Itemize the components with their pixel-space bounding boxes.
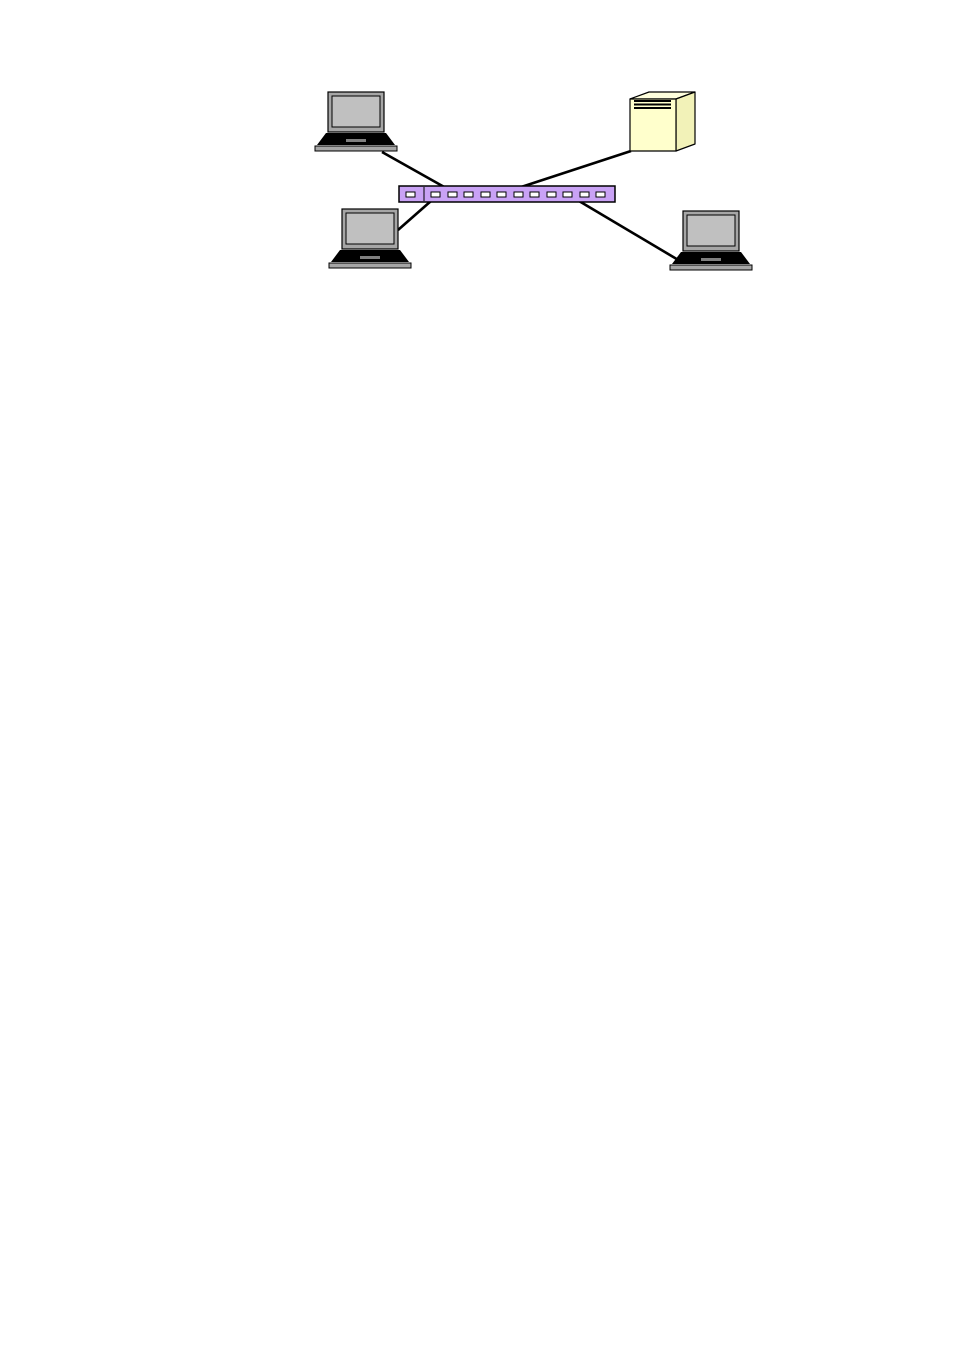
laptop-icon <box>329 209 411 268</box>
switch-port <box>563 192 572 197</box>
server-icon <box>630 92 695 151</box>
server-side-face <box>676 92 695 151</box>
laptop-icon <box>670 211 752 270</box>
cable-server-to-switch <box>512 151 631 190</box>
switch-port <box>596 192 605 197</box>
cable-laptop-bottom-right-to-switch <box>579 201 680 261</box>
laptop-screen <box>346 213 394 244</box>
switch-port <box>431 192 440 197</box>
laptop-screen <box>332 96 380 127</box>
switch-port <box>481 192 490 197</box>
switch-port <box>530 192 539 197</box>
connections <box>382 151 680 261</box>
switch-port <box>464 192 473 197</box>
laptop-touchpad <box>346 139 366 142</box>
cable-laptop-bottom-left-to-switch <box>398 201 431 230</box>
laptop-base <box>670 265 752 270</box>
cable-laptop-top-left-to-switch <box>382 152 446 188</box>
laptop-screen <box>687 215 735 246</box>
switch-port <box>448 192 457 197</box>
switch-port <box>406 192 415 197</box>
switch-port <box>580 192 589 197</box>
network-switch-icon <box>399 186 615 202</box>
switch-port <box>547 192 556 197</box>
laptop-icon <box>315 92 397 151</box>
server-front-face <box>630 99 676 151</box>
laptop-touchpad <box>701 258 721 261</box>
laptop-base <box>329 263 411 268</box>
laptop-base <box>315 146 397 151</box>
switch-port <box>497 192 506 197</box>
laptop-touchpad <box>360 256 380 259</box>
switch-port <box>514 192 523 197</box>
